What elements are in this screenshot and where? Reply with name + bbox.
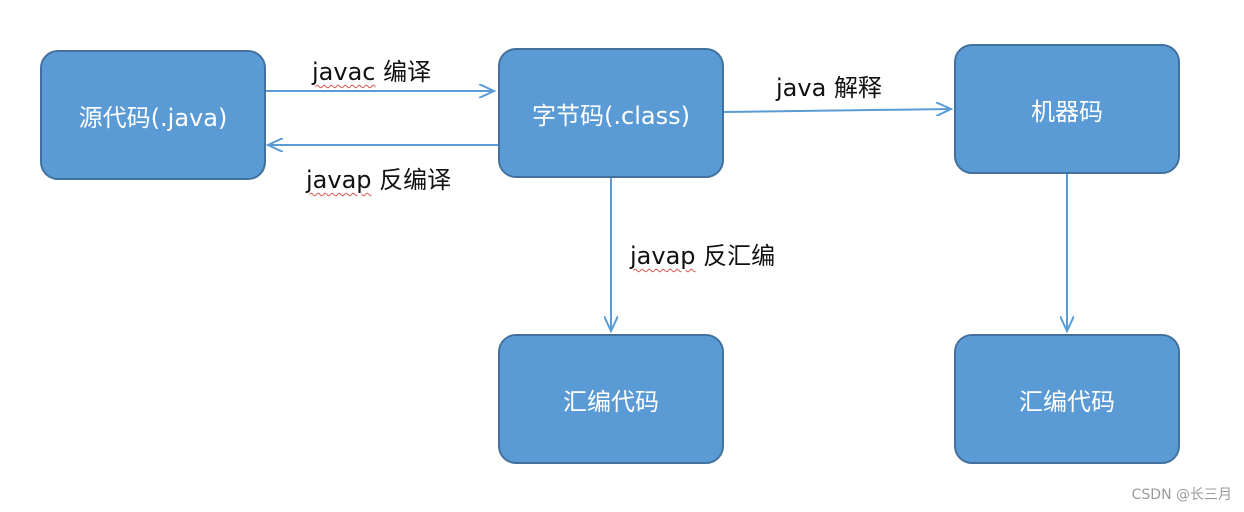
edge-label-disassemble: javap 反汇编 — [630, 236, 775, 271]
node-assembly-code-left: 汇编代码 — [498, 334, 724, 464]
node-assembly-code-right: 汇编代码 — [954, 334, 1180, 464]
node-bytecode: 字节码(.class) — [498, 48, 724, 178]
node-machine-code: 机器码 — [954, 44, 1180, 174]
edge-label-decompile-cmd: javap — [306, 166, 372, 194]
edge-label-compile-cmd: javac — [312, 58, 376, 86]
node-assembly-code-left-label: 汇编代码 — [563, 387, 659, 416]
edge-label-interpret-text: 解释 — [833, 74, 882, 102]
watermark: CSDN @长三月 — [1131, 487, 1232, 503]
node-source-code-label: 源代码(.java) — [78, 103, 228, 132]
edge-label-decompile-text: 反编译 — [379, 166, 452, 194]
edge-label-compile-text: 编译 — [383, 58, 432, 86]
node-source-code: 源代码(.java) — [40, 50, 266, 180]
edge-label-disassemble-text: 反汇编 — [703, 242, 776, 270]
node-bytecode-label: 字节码(.class) — [532, 101, 690, 130]
node-machine-code-label: 机器码 — [1031, 97, 1103, 126]
edge-label-compile: javac 编译 — [312, 52, 431, 87]
node-assembly-code-right-label: 汇编代码 — [1019, 387, 1115, 416]
edge-label-interpret: java 解释 — [776, 68, 882, 103]
arrow-interpret — [723, 109, 951, 112]
edge-label-disassemble-cmd: javap — [630, 242, 696, 270]
edge-label-decompile: javap 反编译 — [306, 160, 451, 195]
edge-label-interpret-cmd: java — [776, 74, 827, 102]
